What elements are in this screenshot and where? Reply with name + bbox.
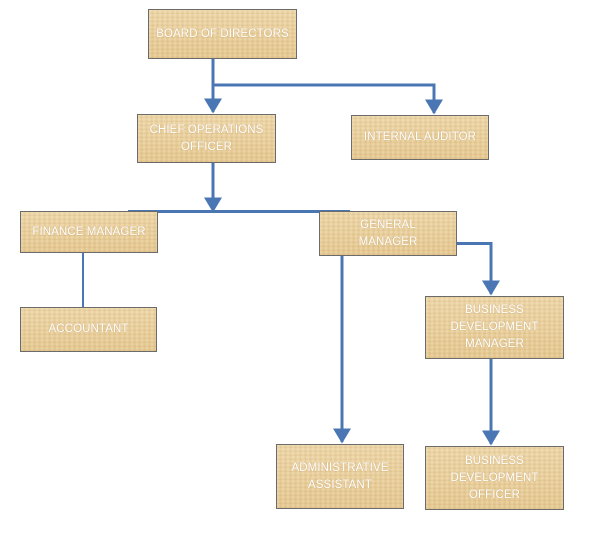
- node-accountant: ACCOUNTANT: [20, 307, 157, 352]
- node-label: BUSINESS DEVELOPMENT OFFICER: [450, 454, 539, 501]
- node-label: FINANCE MANAGER: [32, 225, 146, 238]
- node-label: BOARD OF DIRECTORS: [156, 27, 289, 40]
- node-internal-auditor: INTERNAL AUDITOR: [351, 115, 489, 160]
- node-administrative-assistant: ADMINISTRATIVE ASSISTANT: [276, 444, 404, 509]
- node-label: BUSINESS DEVELOPMENT MANAGER: [450, 304, 539, 350]
- node-finance-manager: FINANCE MANAGER: [20, 211, 158, 253]
- node-business-development-officer: BUSINESS DEVELOPMENT OFFICER: [425, 446, 564, 510]
- node-business-development-manager: BUSINESS DEVELOPMENT MANAGER: [425, 296, 564, 359]
- node-chief-operations-officer: CHIEF OPERATIONS OFFICER: [137, 114, 276, 163]
- edge-gm-to-bdm: [457, 242, 500, 296]
- edge-board-to-auditor: [213, 83, 443, 115]
- node-general-manager: GENERAL MANAGER: [319, 211, 457, 256]
- node-board-of-directors: BOARD OF DIRECTORS: [148, 9, 297, 59]
- node-label: INTERNAL AUDITOR: [363, 131, 477, 143]
- node-label: ADMINISTRATIVE ASSISTANT: [291, 461, 389, 491]
- node-label: GENERAL MANAGER: [358, 218, 418, 248]
- node-label: CHIEF OPERATIONS OFFICER: [149, 123, 264, 153]
- node-label: ACCOUNTANT: [48, 323, 129, 335]
